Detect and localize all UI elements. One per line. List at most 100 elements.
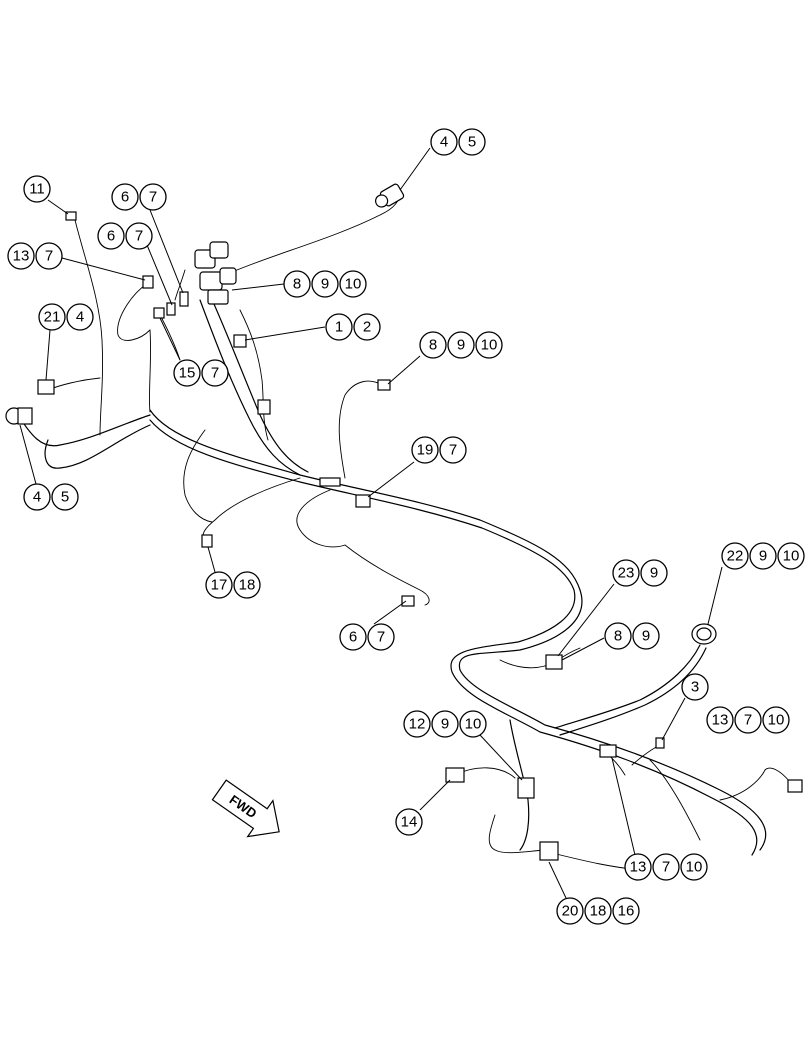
callout-number: 5 xyxy=(468,134,476,151)
callout-number: 6 xyxy=(107,228,115,245)
callout-number: 4 xyxy=(440,134,448,151)
callout-number: 9 xyxy=(759,548,767,565)
connector-6-7-lower xyxy=(401,595,415,607)
callout-21-4: 21 4 xyxy=(38,303,94,331)
callout-number: 3 xyxy=(691,679,699,696)
callout-number: 10 xyxy=(481,337,498,354)
callout-number: 14 xyxy=(401,814,418,831)
callout-number: 9 xyxy=(441,716,449,733)
callout-number: 10 xyxy=(345,276,362,293)
connector-20-18-16 xyxy=(539,841,559,861)
callout-22-9-10: 22 9 10 xyxy=(721,542,805,570)
leader-lines xyxy=(19,147,723,899)
callout-number: 13 xyxy=(13,248,30,265)
connector-13-7-10-lower xyxy=(599,744,617,758)
callout-17-18: 17 18 xyxy=(205,571,261,599)
callout-number: 4 xyxy=(76,309,84,326)
callout-13-7-10-lower: 13 7 10 xyxy=(624,853,708,881)
callout-8-9-10-mid: 8 9 10 xyxy=(419,331,503,359)
callout-number: 6 xyxy=(121,189,129,206)
callout-19-7: 19 7 xyxy=(411,436,467,464)
callout-13-7: 13 7 xyxy=(7,242,63,270)
connector-6-7-b xyxy=(166,302,176,316)
callout-number: 8 xyxy=(614,628,622,645)
callout-number: 10 xyxy=(768,712,785,729)
connectors xyxy=(5,183,803,861)
callout-number: 10 xyxy=(465,716,482,733)
callout-4-5-left: 4 5 xyxy=(23,483,79,511)
connector-3 xyxy=(655,737,665,749)
callout-number: 17 xyxy=(211,577,228,594)
callout-number: 7 xyxy=(662,859,670,876)
callout-6-7-lower: 6 7 xyxy=(339,623,395,651)
callout-3: 3 xyxy=(681,673,709,701)
callout-number: 22 xyxy=(727,548,744,565)
connector-6-7-a xyxy=(179,291,189,307)
callout-number: 1 xyxy=(335,319,343,336)
callout-14: 14 xyxy=(395,808,423,836)
callout-number: 20 xyxy=(562,903,579,920)
connector-round-top xyxy=(375,183,405,208)
connector-22-9-10 xyxy=(691,623,717,645)
connector-13-7-10-right xyxy=(787,779,803,793)
callout-15-7: 15 7 xyxy=(173,359,229,387)
callout-23-9: 23 9 xyxy=(612,559,668,587)
callout-number: 9 xyxy=(457,337,465,354)
callout-13-7-10-right: 13 7 10 xyxy=(706,706,790,734)
callout-number: 23 xyxy=(618,565,635,582)
fwd-arrow: FWD xyxy=(211,779,280,838)
callout-number: 21 xyxy=(44,309,61,326)
connector-8-9-10 xyxy=(377,379,391,391)
callout-number: 10 xyxy=(783,548,800,565)
callout-number: 4 xyxy=(33,489,41,506)
callout-number: 9 xyxy=(321,276,329,293)
callout-11: 11 xyxy=(23,175,51,203)
callout-number: 7 xyxy=(149,189,157,206)
callout-6-7-b: 6 7 xyxy=(97,222,153,250)
callout-number: 15 xyxy=(179,365,196,382)
callout-4-5-top: 4 5 xyxy=(430,128,486,156)
callout-number: 2 xyxy=(363,319,371,336)
callout-1-2: 1 2 xyxy=(325,313,381,341)
callout-number: 18 xyxy=(239,577,256,594)
connector-trunk xyxy=(319,477,341,487)
callout-number: 18 xyxy=(590,903,607,920)
connector-21-4 xyxy=(37,379,55,395)
callout-number: 5 xyxy=(61,489,69,506)
callout-number: 8 xyxy=(429,337,437,354)
callout-number: 9 xyxy=(642,628,650,645)
callout-6-7-a: 6 7 xyxy=(111,183,167,211)
connector-mid xyxy=(257,399,271,415)
callout-number: 6 xyxy=(349,629,357,646)
callout-20-18-16: 20 18 16 xyxy=(556,897,640,925)
callout-8-9: 8 9 xyxy=(604,622,660,650)
harness-wires xyxy=(19,194,791,871)
callout-number: 12 xyxy=(409,716,426,733)
callout-number: 13 xyxy=(630,859,647,876)
callout-number: 8 xyxy=(293,276,301,293)
connector-19-7 xyxy=(355,494,371,508)
callout-number: 7 xyxy=(377,629,385,646)
callout-number: 7 xyxy=(744,712,752,729)
connector-12-9-10 xyxy=(517,777,535,799)
callout-number: 7 xyxy=(449,442,457,459)
connector-1-2 xyxy=(233,334,247,348)
callout-number: 19 xyxy=(417,442,434,459)
connector-cluster xyxy=(194,241,237,305)
callout-number: 16 xyxy=(618,903,635,920)
callout-number: 7 xyxy=(45,248,53,265)
connector-23-9 xyxy=(545,654,563,670)
callout-12-9-10: 12 9 10 xyxy=(403,710,487,738)
connector-15-7 xyxy=(153,307,165,319)
connector-13-7 xyxy=(142,275,154,289)
callout-number: 7 xyxy=(211,365,219,382)
connector-17-18 xyxy=(201,534,213,548)
connector-11 xyxy=(65,211,77,221)
callout-number: 10 xyxy=(686,859,703,876)
callout-number: 9 xyxy=(650,565,658,582)
connector-round-left xyxy=(5,407,33,425)
callout-number: 13 xyxy=(712,712,729,729)
callout-number: 11 xyxy=(29,181,45,198)
